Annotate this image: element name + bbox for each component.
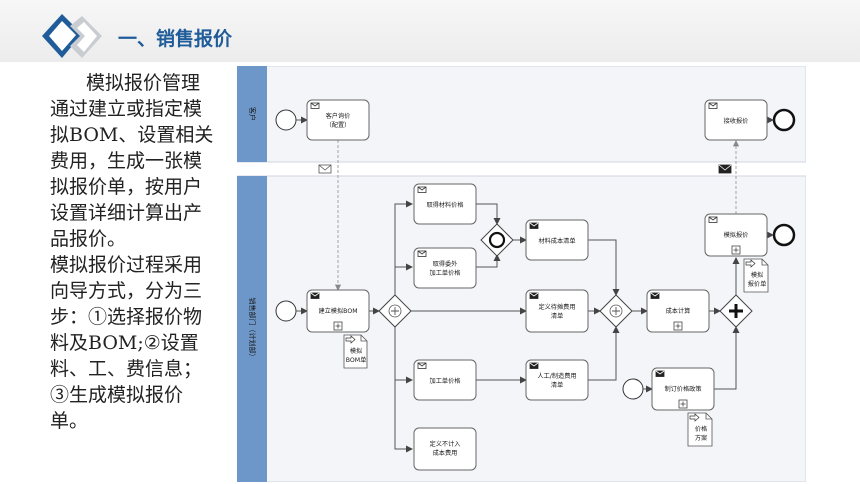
- parallel-gateway: [378, 294, 412, 328]
- bpmn-diagram: 客户 销售部门（计划部）: [237, 66, 806, 482]
- lane-label-sales: 销售部门（计划部）: [248, 298, 257, 361]
- parallel-gateway: [719, 294, 753, 328]
- task-cost-calc: 成本计算: [646, 289, 710, 333]
- task-outsource-price: 取得委外 加工单价格: [413, 247, 477, 289]
- start-event-pricing: [622, 378, 644, 400]
- task-material-price: 取得材料价格: [413, 183, 477, 225]
- lane-label-customer: 客户: [248, 107, 257, 121]
- task-create-bom: 建立模拟BOM: [306, 289, 370, 333]
- task-label: 成本计算: [666, 307, 691, 315]
- document-quote: 模拟 报价单: [743, 258, 769, 293]
- document-label: BOM单: [346, 356, 367, 364]
- start-event-sales: [275, 300, 297, 322]
- document-label: 报价单: [748, 280, 767, 288]
- page-title: 一、销售报价: [118, 28, 233, 50]
- parallel-gateway: [599, 294, 633, 328]
- document-label: 价格: [695, 425, 708, 433]
- document-label: 方案: [695, 434, 708, 442]
- task-process-price: 加工单价格: [413, 359, 477, 401]
- task-label: 定义不计入: [430, 440, 461, 448]
- description-text: 模拟报价管理通过建立或指定模拟BOM、设置相关费用，生成一张模拟报价单，按用户设…: [50, 70, 215, 434]
- document-bom: 模拟 BOM单: [343, 334, 368, 369]
- task-label: 人工/制造费用: [537, 372, 576, 380]
- task-label: 建立模拟BOM: [318, 307, 357, 315]
- task-define-fee: 定义待摊费用 清单: [525, 289, 589, 333]
- task-label: 加工单价格: [430, 377, 462, 385]
- end-event-customer: [772, 108, 796, 132]
- document-label: 模拟: [350, 347, 363, 355]
- task-label: 取得委外: [433, 260, 458, 268]
- document-label: 模拟: [751, 271, 764, 279]
- message-icon: [318, 164, 332, 174]
- task-label: 清单: [551, 381, 563, 389]
- task-non-cost-fee: 定义不计入 成本费用: [413, 427, 477, 471]
- task-label: 成本费用: [433, 449, 458, 457]
- exclusive-gateway: [480, 223, 514, 257]
- task-labor-fee: 人工/制造费用 清单: [525, 359, 589, 401]
- task-label: （配置）: [326, 122, 351, 129]
- task-label: 定义待摊费用: [538, 303, 575, 311]
- task-label: 清单: [551, 312, 563, 320]
- start-event-customer: [275, 109, 297, 131]
- end-event-sales: [772, 223, 796, 247]
- description-paragraph-1: 模拟报价管理通过建立或指定模拟BOM、设置相关费用，生成一张模拟报价单，按用户设…: [50, 72, 214, 250]
- task-label: 客户询价: [326, 112, 351, 120]
- task-label: 接收报价: [724, 117, 749, 125]
- task-simulate-quote: 模拟报价: [704, 213, 768, 257]
- task-material-cost: 材料成本清单: [525, 219, 589, 261]
- header-bar: [0, 0, 860, 62]
- task-label: 模拟报价: [724, 231, 749, 239]
- document-price-plan: 价格 方案: [687, 412, 713, 447]
- task-customer-inquiry: 客户询价 （配置）: [306, 99, 370, 141]
- description-paragraph-2: 模拟报价过程采用向导方式，分为三步：①选择报价物料及BOM;②设置料、工、费信息…: [50, 254, 203, 432]
- message-icon: [718, 164, 732, 174]
- task-pricing-policy: 制订价格政策: [651, 367, 715, 411]
- task-label: 取得材料价格: [426, 201, 464, 209]
- task-label: 材料成本清单: [538, 237, 575, 245]
- task-label: 加工单价格: [430, 269, 462, 277]
- task-receive-quote: 接收报价: [704, 99, 768, 141]
- task-label: 制订价格政策: [664, 385, 701, 393]
- logo-icon: [42, 14, 102, 58]
